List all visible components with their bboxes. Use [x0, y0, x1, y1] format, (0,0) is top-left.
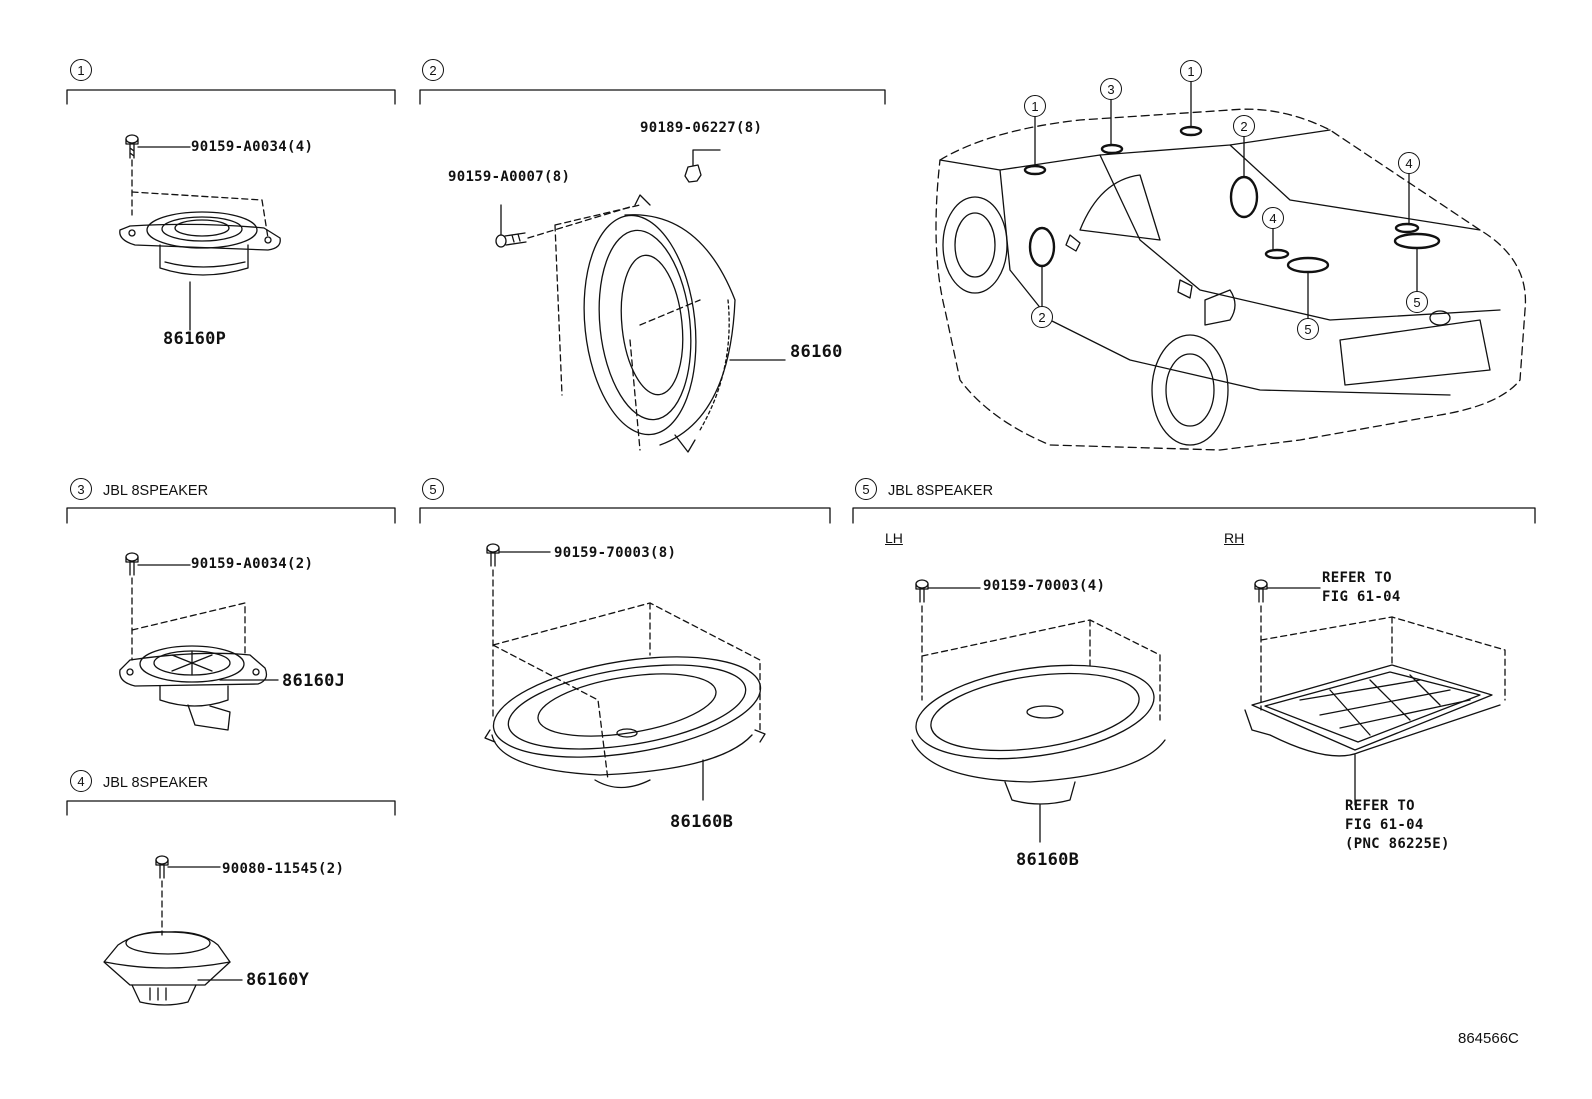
car-callout: 5	[1406, 291, 1428, 313]
part-p1-speaker: 86160P	[163, 329, 227, 349]
speaker-86160j-drawing	[119, 552, 279, 731]
part-p5b-rh-body-line1: REFER TO	[1345, 798, 1415, 814]
part-p4-speaker: 86160Y	[246, 970, 310, 990]
section-1-number: 1	[70, 59, 92, 81]
part-p2-clip: 90189-06227(8)	[640, 120, 763, 136]
part-p5b-rh-body-line2: FIG 61-04	[1345, 817, 1424, 833]
part-p5a-speaker: 86160B	[670, 812, 734, 832]
section-5b-title: JBL 8SPEAKER	[888, 483, 994, 499]
part-p5b-lh-screw: 90159-70003(4)	[983, 578, 1106, 594]
part-p3-speaker: 86160J	[282, 671, 346, 691]
part-p2-screw: 90159-A0007(8)	[448, 169, 571, 185]
speaker-86160y-drawing	[103, 855, 243, 1006]
speaker-86160p-drawing	[119, 134, 281, 331]
section-brackets	[66, 89, 1536, 816]
section-2-number: 2	[422, 59, 444, 81]
section-3-number: 3	[70, 478, 92, 500]
bracket-rh-drawing	[1244, 579, 1506, 806]
section-3-title: JBL 8SPEAKER	[103, 483, 209, 499]
car-callout: 3	[1100, 78, 1122, 100]
car-callout: 5	[1297, 318, 1319, 340]
car-callout: 4	[1398, 152, 1420, 174]
speaker-86160b-drawing	[484, 543, 766, 801]
car-callout: 1	[1180, 60, 1202, 82]
speaker-86160b-lh-drawing	[911, 579, 1166, 843]
car-callout: 2	[1031, 306, 1053, 328]
part-p3-screw: 90159-A0034(2)	[191, 556, 314, 572]
part-p5b-lh-speaker: 86160B	[1016, 850, 1080, 870]
part-p2-speaker: 86160	[790, 342, 843, 362]
section-4-title: JBL 8SPEAKER	[103, 775, 209, 791]
car-callout: 1	[1024, 95, 1046, 117]
part-p5b-rh-screw-line2: FIG 61-04	[1322, 589, 1401, 605]
part-p1-screw: 90159-A0034(4)	[191, 139, 314, 155]
part-p5b-rh-screw-line1: REFER TO	[1322, 570, 1392, 586]
part-p5a-screw: 90159-70003(8)	[554, 545, 677, 561]
part-p4-screw: 90080-11545(2)	[222, 861, 345, 877]
side-label-rh: RH	[1224, 530, 1245, 546]
figure-code: 864566C	[1458, 1030, 1519, 1047]
vehicle-drawing	[935, 81, 1527, 451]
section-4-number: 4	[70, 770, 92, 792]
car-callout: 2	[1233, 115, 1255, 137]
section-5b-number: 5	[855, 478, 877, 500]
car-callout: 4	[1262, 207, 1284, 229]
side-label-lh: LH	[885, 530, 903, 546]
section-5a-number: 5	[422, 478, 444, 500]
speaker-86160-drawing	[495, 149, 786, 453]
part-p5b-rh-body-line3: (PNC 86225E)	[1345, 836, 1450, 852]
